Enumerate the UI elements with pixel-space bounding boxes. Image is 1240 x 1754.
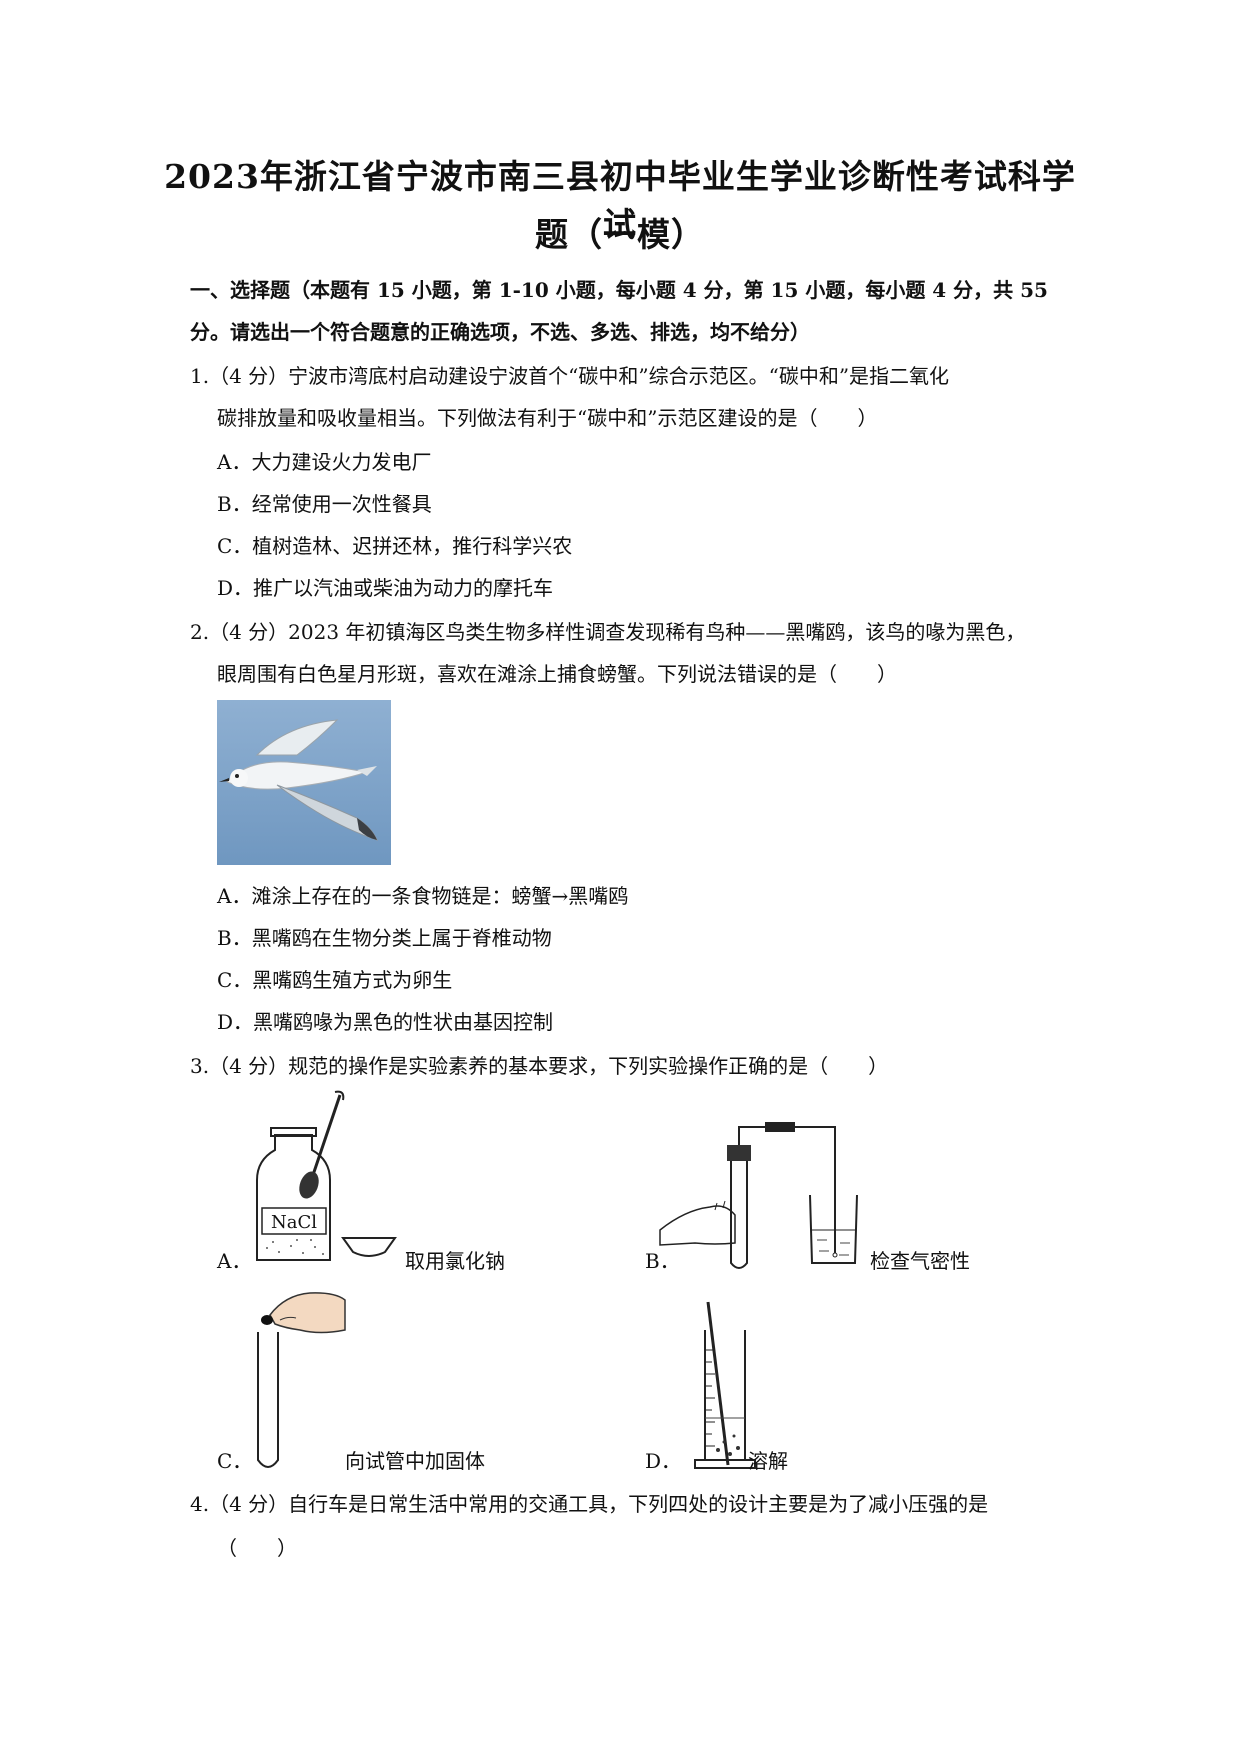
figure-a-letter: A．: [217, 1249, 252, 1273]
airtightness-figure: [659, 1122, 858, 1269]
figure-c-caption: 向试管中加固体: [345, 1449, 485, 1473]
figure-b-letter: B．: [645, 1249, 680, 1273]
question-1-stem: 1.（4 分）宁波市湾底村启动建设宁波首个“碳中和”综合示范区。“碳中和”是指二…: [190, 364, 950, 388]
figure-c-letter: C．: [217, 1449, 253, 1473]
question-1-option-c: C．植树造林、迟拼还林，推行科学兴农: [217, 534, 573, 558]
question-2-stem: 2.（4 分）2023 年初镇海区鸟类生物多样性调查发现稀有鸟种——黑嘴鸥，该鸟…: [190, 620, 1026, 644]
section-header: 一、选择题（本题有 15 小题，第 1-10 小题，每小题 4 分，第 15 小…: [190, 278, 1048, 302]
question-1-option-b: B．经常使用一次性餐具: [217, 492, 432, 516]
section-header-cont: 分。请选出一个符合题意的正确选项，不选、多选、排选，均不给分）: [190, 320, 810, 344]
nacl-label: NaCl: [271, 1212, 317, 1233]
question-2-option-c: C．黑嘴鸥生殖方式为卵生: [217, 968, 453, 992]
dissolving-cylinder-figure: [694, 1301, 756, 1469]
figure-d-caption: 溶解: [748, 1449, 788, 1473]
question-2-option-a: A．滩涂上存在的一条食物链是：螃蟹→黑嘴鸥: [217, 884, 629, 908]
page-title: 2023年浙江省宁波市南三县初中毕业生学业诊断性考试科学试: [164, 157, 1076, 244]
question-1-option-a: A．大力建设火力发电厂: [217, 450, 432, 474]
question-2-option-d: D．黑嘴鸥喙为黑色的性状由基因控制: [217, 1010, 554, 1034]
figure-b-caption: 检查气密性: [870, 1249, 970, 1273]
question-3-stem: 3.（4 分）规范的操作是实验素养的基本要求，下列实验操作正确的是（ ）: [190, 1054, 889, 1078]
question-4-stem: 4.（4 分）自行车是日常生活中常用的交通工具，下列四处的设计主要是为了减小压强…: [190, 1492, 989, 1516]
question-1-stem-cont: 碳排放量和吸收量相当。下列做法有利于“碳中和”示范区建设的是（ ）: [217, 406, 878, 430]
question-4-stem-cont: （ ）: [217, 1536, 297, 1560]
gull-photo: [217, 700, 391, 865]
page-title-cont: 题（一模）: [535, 215, 705, 254]
figure-d-letter: D．: [645, 1449, 682, 1473]
question-1-option-d: D．推广以汽油或柴油为动力的摩托车: [217, 576, 554, 600]
question-2-option-b: B．黑嘴鸥在生物分类上属于脊椎动物: [217, 926, 552, 950]
test-tube-solid-figure: [257, 1292, 346, 1468]
nacl-bottle-figure: NaCl: [256, 1090, 397, 1261]
question-2-stem-cont: 眼周围有白色星月形斑，喜欢在滩涂上捕食螃蟹。下列说法错误的是（ ）: [217, 662, 897, 686]
figure-a-caption: 取用氯化钠: [405, 1249, 505, 1273]
